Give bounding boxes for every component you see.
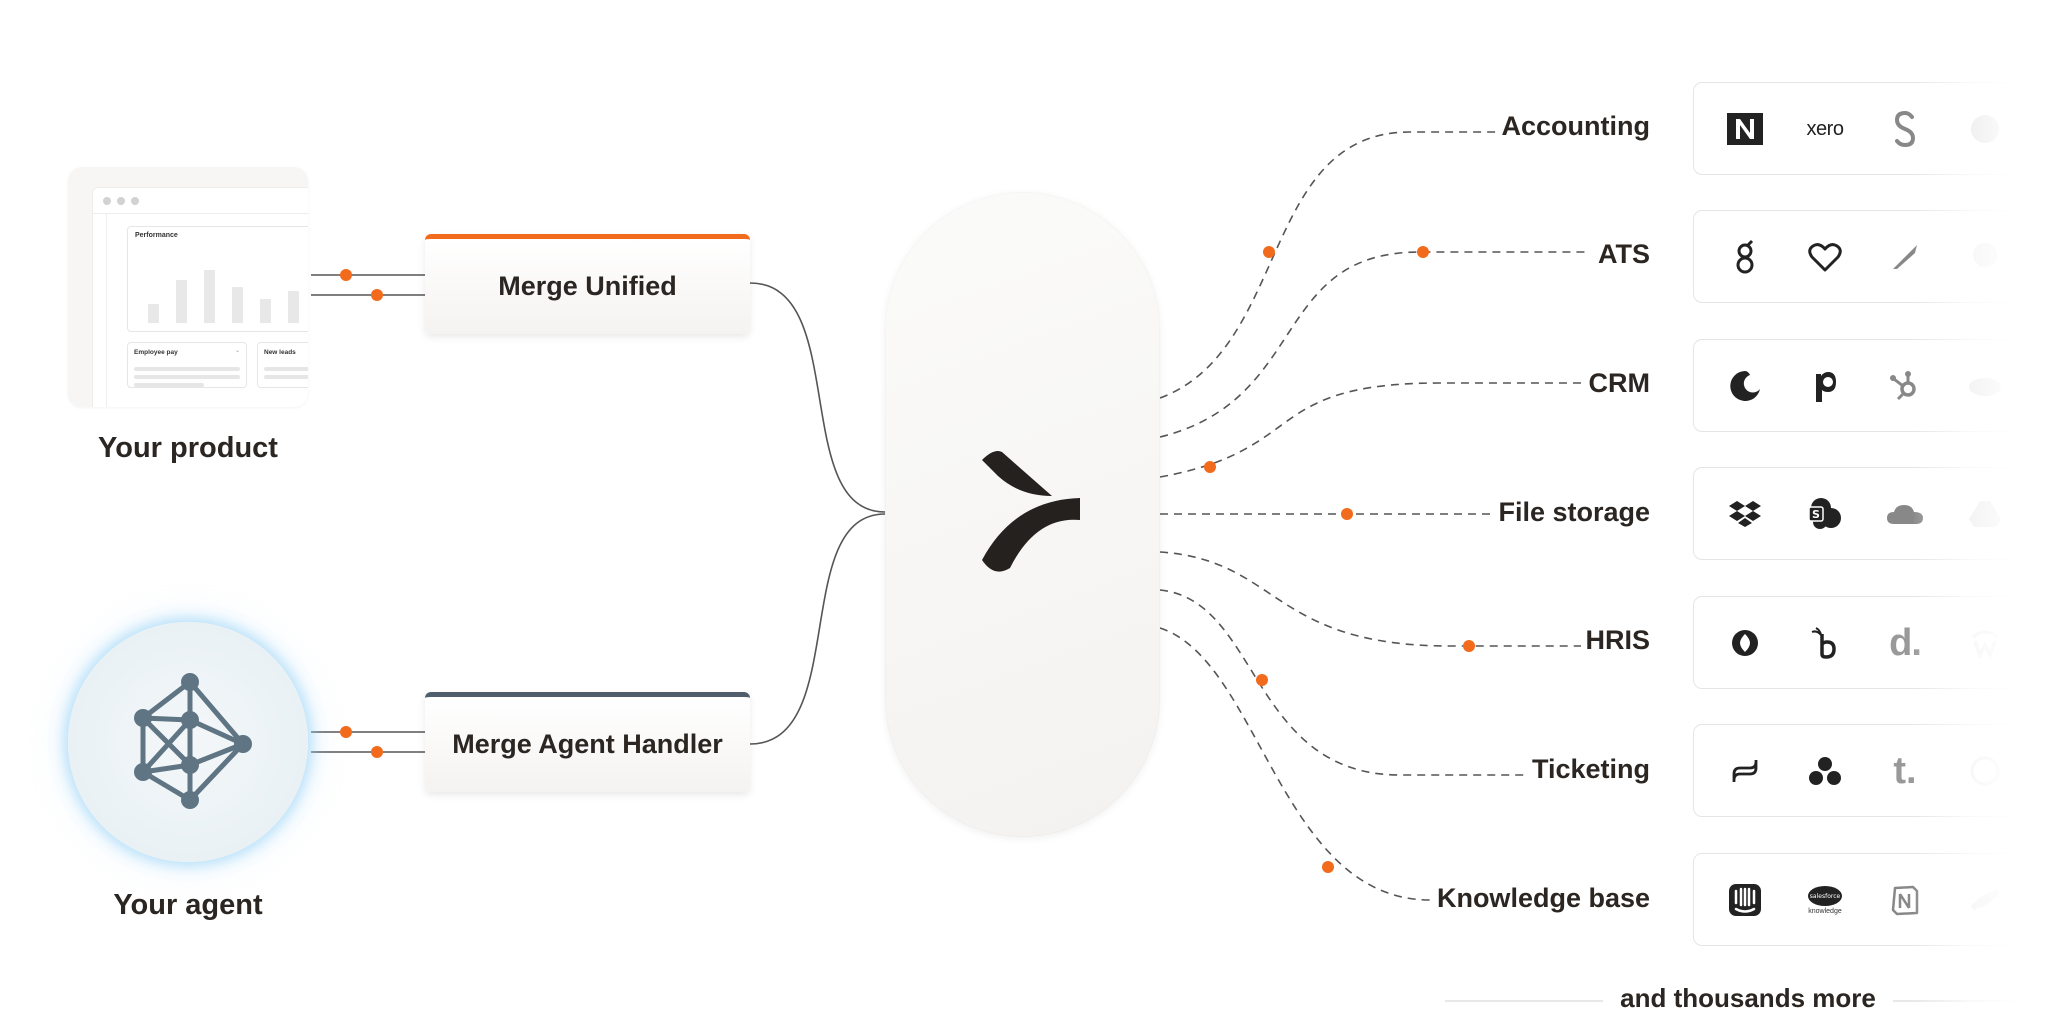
netsuite-icon[interactable]	[1717, 101, 1773, 157]
bamboohr-icon[interactable]	[1797, 615, 1853, 671]
rippling-icon[interactable]	[1717, 615, 1773, 671]
notion-icon[interactable]	[1877, 872, 1933, 928]
app-window-mockup: Performance Employee pay ⌄ New leads	[92, 187, 308, 407]
merge-hub	[885, 192, 1160, 837]
confluence-icon[interactable]	[1957, 872, 2013, 928]
hubspot-icon[interactable]	[1877, 358, 1933, 414]
hub-to-knowledge-line	[1159, 627, 1450, 901]
sage-icon[interactable]	[1877, 101, 1933, 157]
workable-icon[interactable]	[1877, 229, 1933, 285]
agent-circle	[68, 622, 308, 862]
category-ats-label: ATS	[1594, 239, 1650, 270]
file-storage-logo-row: S	[1693, 467, 2048, 560]
category-hris-label: HRIS	[1581, 625, 1650, 656]
unified-to-hub-curve	[749, 282, 886, 513]
google-drive-icon[interactable]	[1957, 486, 2013, 542]
merge-logo-icon	[982, 451, 1080, 572]
employee-pay-panel: Employee pay ⌄	[127, 342, 247, 388]
hub-to-hris-line	[1159, 551, 1590, 647]
quickbooks-icon[interactable]	[1957, 101, 2013, 157]
copper-icon[interactable]	[1717, 358, 1773, 414]
employee-pay-title: Employee pay	[134, 349, 178, 356]
asana-icon[interactable]	[1797, 743, 1853, 799]
category-file-storage-label: File storage	[1494, 497, 1650, 528]
new-leads-panel: New leads	[257, 342, 308, 388]
ticketing-logo-row: t.	[1693, 724, 2048, 817]
greenhouse-icon[interactable]	[1717, 229, 1773, 285]
workday-icon[interactable]	[1957, 615, 2013, 671]
merge-unified-box[interactable]: Merge Unified	[425, 234, 750, 334]
your-product-label: Your product	[98, 432, 278, 464]
category-knowledge-base-label: Knowledge base	[1432, 883, 1650, 914]
merge-agent-handler-box[interactable]: Merge Agent Handler	[425, 692, 750, 792]
deel-icon[interactable]: d.	[1889, 621, 1922, 664]
hub-to-ats-line	[1159, 251, 1590, 438]
your-agent-label: Your agent	[113, 889, 263, 921]
flow-dot	[340, 269, 352, 281]
mini-chart-bar	[232, 287, 243, 323]
github-icon[interactable]	[1957, 743, 2013, 799]
merge-unified-label: Merge Unified	[498, 271, 677, 301]
pipedrive-icon[interactable]	[1797, 358, 1853, 414]
and-thousands-more-label: and thousands more	[1620, 983, 1876, 1013]
zendesk-sell-icon[interactable]	[1717, 743, 1773, 799]
window-controls	[93, 188, 308, 214]
accounting-logo-row: xero	[1693, 82, 2048, 175]
teamwork-icon[interactable]: t.	[1893, 749, 1917, 792]
crm-logo-row	[1693, 339, 2048, 432]
salesforce-icon[interactable]	[1957, 358, 2013, 414]
flow-dot	[1322, 861, 1334, 873]
sharepoint-icon[interactable]: S	[1797, 486, 1853, 542]
ats-other-icon[interactable]	[1957, 229, 2013, 285]
merge-agent-handler-label: Merge Agent Handler	[452, 729, 723, 759]
onedrive-icon[interactable]	[1877, 486, 1933, 542]
hub-to-ticketing-line	[1159, 589, 1540, 776]
category-crm-label: CRM	[1584, 368, 1650, 399]
mockup-sidebar	[93, 214, 107, 407]
flow-dot	[1256, 674, 1268, 686]
hub-to-crm-line	[1159, 382, 1590, 478]
flow-dot	[1341, 508, 1353, 520]
mini-chart-bar	[148, 304, 159, 323]
salesforce-knowledge-icon[interactable]: salesforce knowledge	[1797, 872, 1853, 928]
dropbox-icon[interactable]	[1717, 486, 1773, 542]
ats-logo-row	[1693, 210, 2048, 303]
flow-dot	[371, 746, 383, 758]
performance-panel: Performance	[127, 226, 308, 332]
intercom-icon[interactable]	[1717, 872, 1773, 928]
handler-to-hub-curve	[749, 513, 886, 745]
xero-icon[interactable]: xero	[1806, 117, 1844, 140]
flow-dot	[1417, 246, 1429, 258]
flow-dot	[371, 289, 383, 301]
flow-dot	[1263, 246, 1275, 258]
category-ticketing-label: Ticketing	[1527, 754, 1650, 785]
product-mockup-card: Performance Employee pay ⌄ New leads	[68, 167, 308, 407]
flow-dot	[340, 726, 352, 738]
hris-logo-row: d.	[1693, 596, 2048, 689]
agent-network-icon	[134, 673, 252, 809]
category-accounting-label: Accounting	[1497, 111, 1650, 142]
svg-text:salesforce: salesforce	[1810, 893, 1841, 900]
mini-chart-bar	[260, 299, 271, 323]
mini-chart-bar	[288, 291, 299, 323]
flow-dot	[1204, 461, 1216, 473]
mini-chart-bar	[176, 280, 187, 323]
mini-chart-bar	[204, 270, 215, 323]
performance-panel-title: Performance	[135, 232, 178, 239]
flow-dot	[1463, 640, 1475, 652]
hub-to-accounting-line	[1159, 131, 1510, 399]
lever-icon[interactable]	[1797, 229, 1853, 285]
chevron-down-icon: ⌄	[234, 348, 240, 354]
knowledge-base-logo-row: salesforce knowledge	[1693, 853, 2048, 946]
new-leads-title: New leads	[264, 349, 296, 356]
svg-text:S: S	[1812, 508, 1820, 521]
